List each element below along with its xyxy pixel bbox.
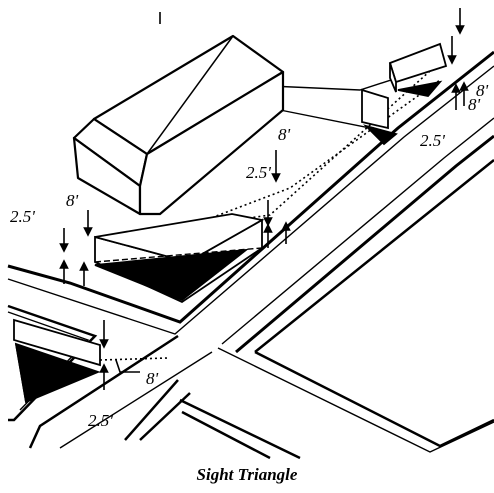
far-triangle-shade bbox=[397, 80, 443, 97]
road-curb-upper bbox=[7, 65, 494, 335]
caption: Sight Triangle bbox=[197, 465, 298, 484]
label-8ft-mid: 8' bbox=[278, 125, 291, 144]
corner-triangle-shade bbox=[362, 124, 398, 146]
corner-sight-box bbox=[361, 88, 398, 146]
label-8ft-right: 8' bbox=[476, 81, 489, 100]
block-lower-right bbox=[254, 159, 494, 448]
left-sight-box bbox=[13, 318, 101, 404]
crossroad-edge-a bbox=[28, 334, 179, 449]
house-wall-side bbox=[138, 70, 285, 216]
dimension-arrows bbox=[59, 8, 469, 390]
label-8ft-lower: 8' bbox=[146, 369, 159, 388]
front-sight-triangle-shade bbox=[94, 248, 250, 302]
road-curb-lower bbox=[221, 117, 494, 345]
label-2-5ft-right: 2.5' bbox=[420, 131, 445, 150]
house bbox=[72, 34, 285, 216]
label-8ft-left: 8' bbox=[66, 191, 79, 210]
dimension-labels: 8' 2.5' 8' 2.5' 8' 8' 2.5' 8' 2.5' bbox=[10, 81, 489, 430]
road-edge-lower bbox=[235, 134, 494, 354]
far-sight-box bbox=[388, 42, 448, 97]
label-8ft-far: 8' bbox=[468, 95, 481, 114]
label-2-5ft-lower: 2.5' bbox=[88, 411, 113, 430]
block-bottom bbox=[124, 379, 191, 441]
label-2-5ft-mid: 2.5' bbox=[246, 163, 271, 182]
crossroad-edge-b bbox=[59, 351, 213, 449]
block-bottom-right bbox=[179, 398, 301, 460]
label-2-5ft-left: 2.5' bbox=[10, 207, 35, 226]
sight-lines bbox=[94, 61, 441, 361]
road-edge-upper bbox=[7, 50, 494, 324]
front-sight-box bbox=[94, 213, 265, 304]
block-lower-right-inner bbox=[217, 347, 494, 453]
